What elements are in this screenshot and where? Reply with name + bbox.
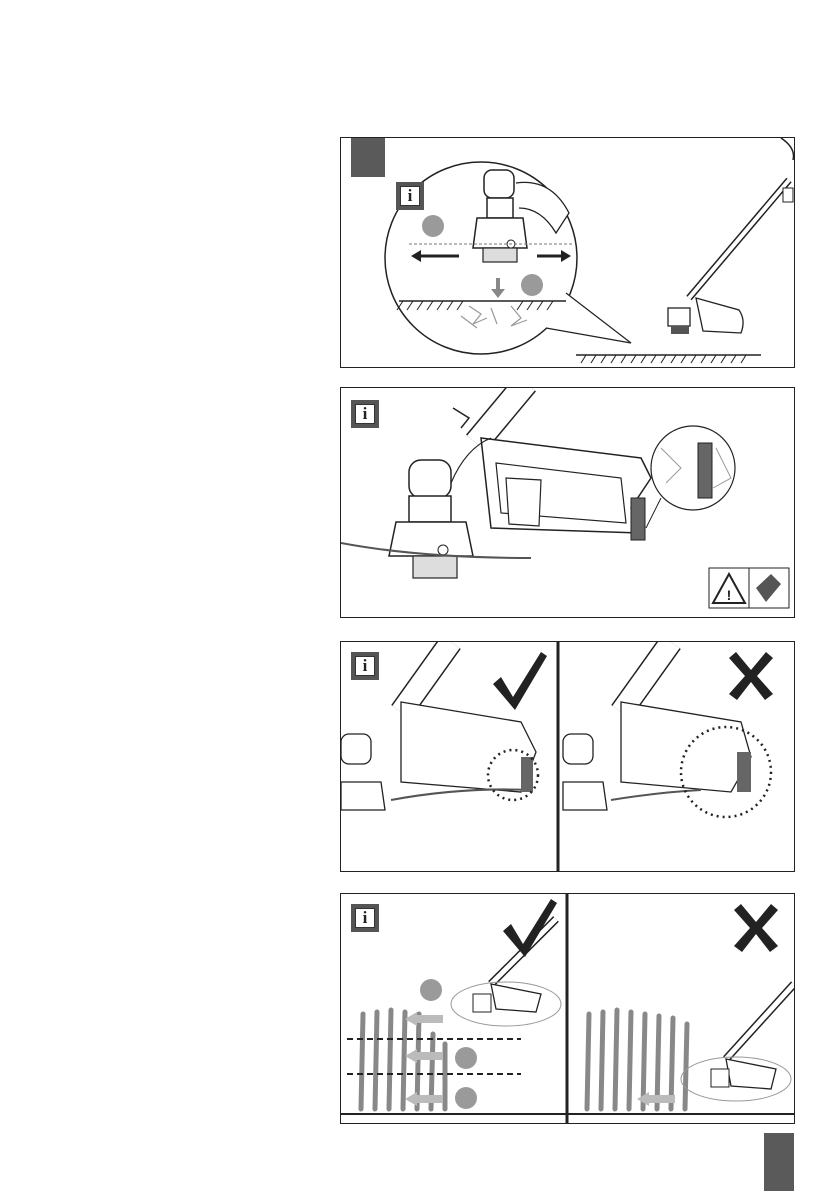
panel-2: ! i [340, 387, 795, 618]
panel-1: i [340, 137, 795, 368]
panel-3: i [340, 641, 795, 872]
info-icon: i [351, 652, 379, 680]
trimmer-head-zoom-illustration [341, 138, 794, 367]
info-icon: i [351, 400, 379, 428]
mowing-technique-comparison [341, 894, 794, 1123]
guard-position-comparison [341, 642, 794, 871]
panel-4: i [340, 893, 795, 1124]
info-icon: i [351, 904, 379, 932]
info-icon: i [396, 182, 424, 210]
warning-cut-hazard-icon [709, 568, 789, 608]
page-tab [764, 1133, 794, 1191]
